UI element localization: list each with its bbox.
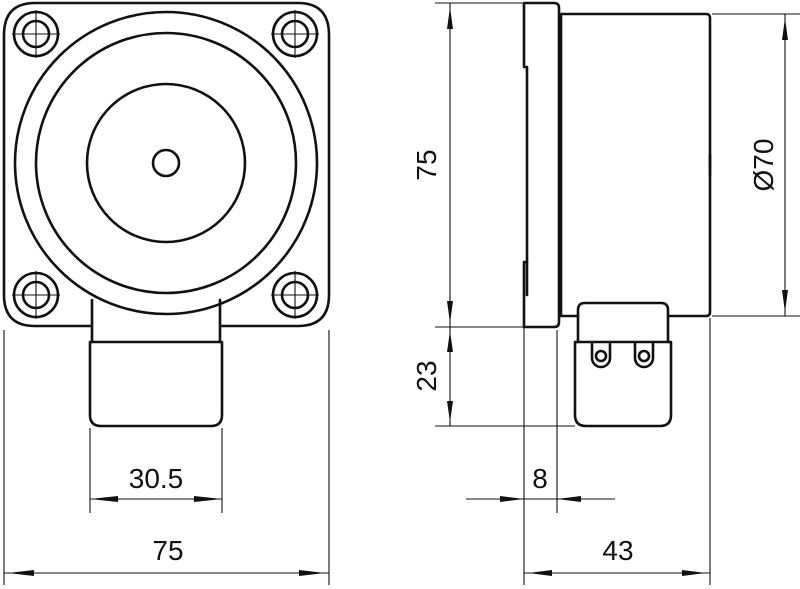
dimension-total-width: 75: [152, 535, 183, 566]
dimension-terminal-height: 23: [411, 360, 442, 391]
center-hole: [151, 148, 181, 178]
magnet-face-circle: [85, 82, 247, 244]
dimension-height: 75: [411, 149, 442, 180]
base-plate-outline: [2, 1, 331, 328]
dimension-diameter: Ø70: [748, 139, 779, 192]
dimension-bracket-width: 30.5: [129, 463, 184, 494]
terminal-screw-1: [590, 342, 612, 369]
dimension-flange-thickness: 8: [532, 463, 548, 494]
side-terminal-top: [576, 301, 670, 344]
dimension-depth: 43: [602, 535, 633, 566]
terminal-box: [88, 340, 224, 428]
side-housing: [559, 12, 712, 318]
mounting-hole-bottom-right: [271, 271, 319, 319]
side-flange: [522, 1, 561, 329]
housing-outer-circle: [13, 10, 319, 316]
side-terminal-box: [573, 340, 673, 428]
front-view: 30.5 75: [2, 1, 331, 585]
terminal-screw-2: [633, 342, 655, 369]
bracket-neck: [90, 298, 222, 344]
side-view: 75 Ø70 23 8 43: [411, 1, 800, 585]
mounting-hole-top-left: [12, 10, 60, 58]
mounting-hole-bottom-left: [12, 271, 60, 319]
housing-inner-circle: [34, 31, 298, 295]
mounting-hole-top-right: [271, 10, 319, 58]
